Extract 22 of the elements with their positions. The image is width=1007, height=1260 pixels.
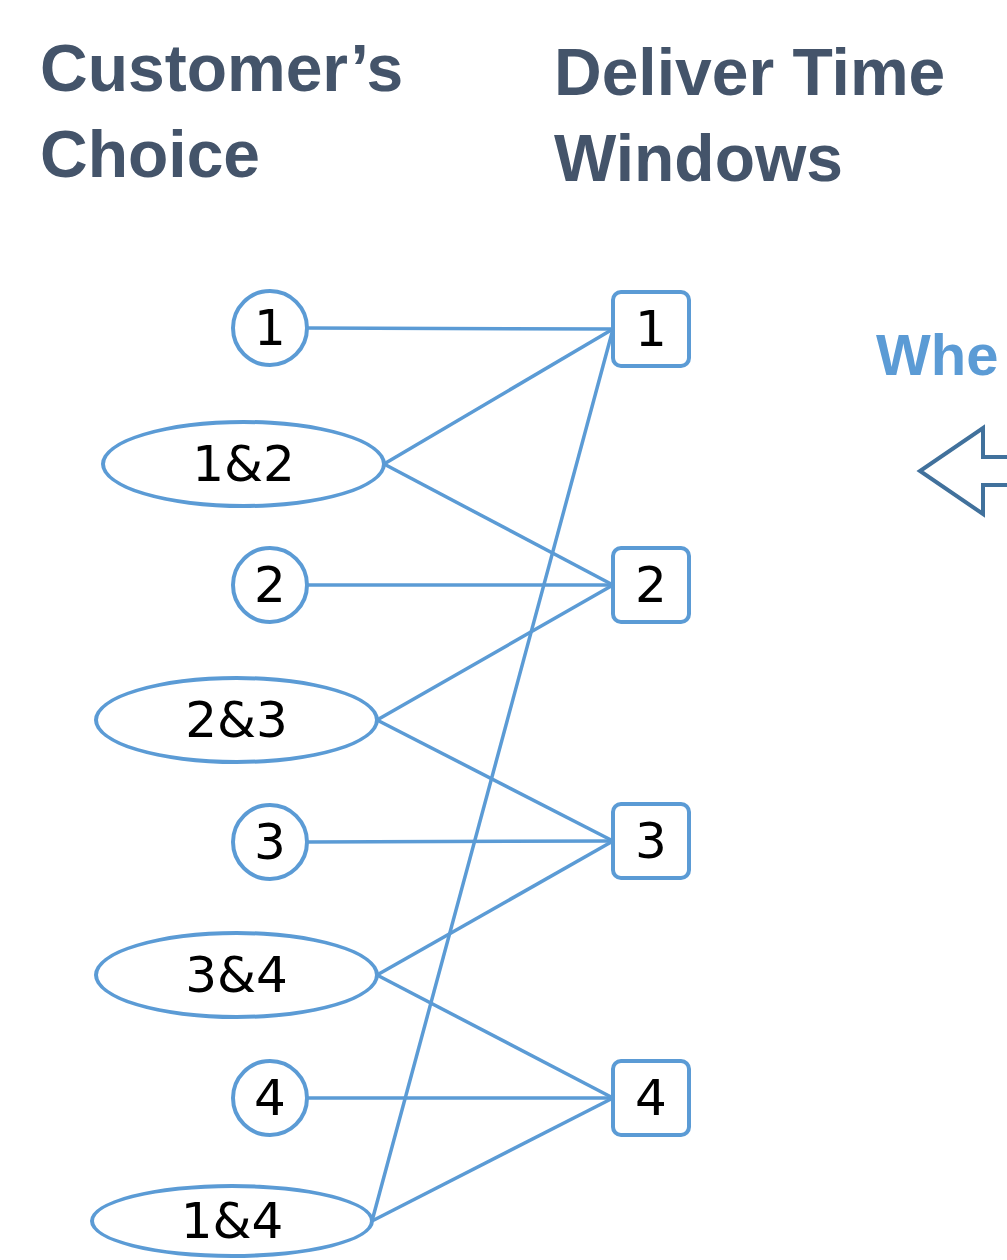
time-window-box [611,1059,691,1137]
connector-line [307,583,613,587]
node-label: 2 [254,560,286,610]
column-heading: Customer’s Choice [40,30,405,193]
node-label: 1&4 [180,1196,284,1246]
node-label: 3 [254,817,286,867]
node-label: 3&4 [185,950,288,1000]
node-label: 4 [254,1073,286,1123]
node-label: 3 [635,816,667,866]
heading-text: Whe [876,326,999,384]
connector-line [307,839,613,844]
time-window-box [611,546,691,624]
time-window-box [611,802,691,880]
node-label: 4 [635,1073,667,1123]
node-label: 1&2 [192,439,295,489]
node-label: 2 [635,560,667,610]
node-label: 1 [635,304,667,354]
node-label: 1 [254,303,286,353]
column-heading: Deliver Time Windows [554,34,947,197]
connector-line [307,326,613,331]
time-window-box [611,290,691,368]
node-label: 2&3 [185,695,288,745]
